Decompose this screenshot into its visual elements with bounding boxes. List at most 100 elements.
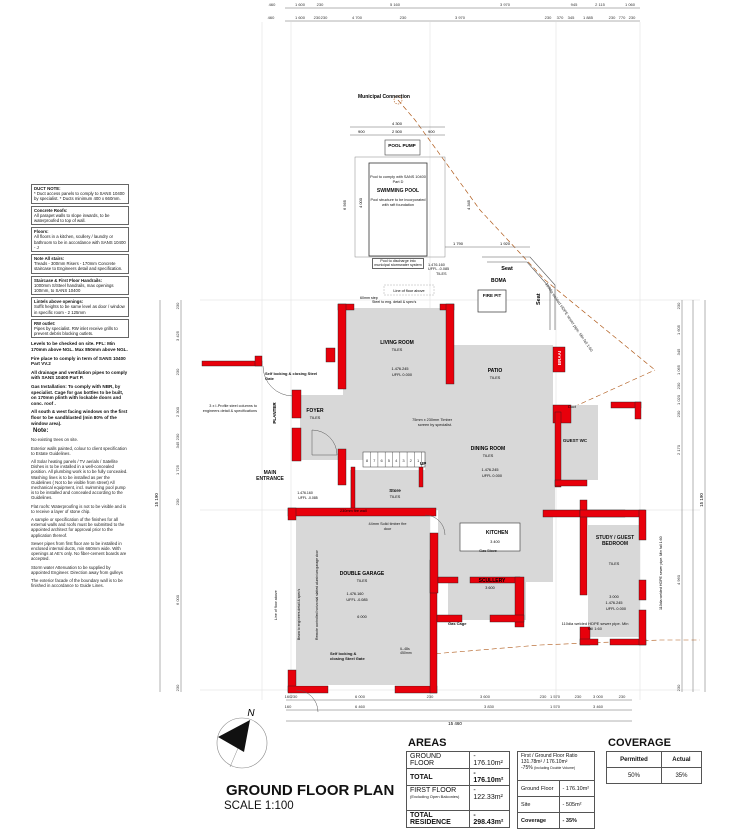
boxed-note: Floors:All floors in a kitchen, scullery… (31, 227, 129, 253)
dimension-label: 945 (571, 2, 578, 7)
sewer-note-bottom: 110dia welded HDPE sewer pipe. Min fall … (561, 622, 629, 631)
pool-dim-left: 900 (358, 129, 365, 134)
stair-number: 4 (395, 458, 398, 463)
patio-finish: TILES (490, 376, 501, 380)
pool-text: Pool to comply with SANS 10400 Part D SW… (370, 175, 426, 207)
dimension-label: 230 (400, 15, 407, 20)
dimension-label: 1 885 (583, 15, 594, 20)
plain-note: All Solar heating panels / TV aerials / … (31, 459, 128, 501)
pool-dim-right: 900 (428, 129, 435, 134)
step-note: 60mm step (360, 296, 378, 300)
bold-note: All drainage and ventilation pipes to co… (31, 369, 128, 381)
dimension-label: 3 460 (593, 704, 604, 709)
dimension-label: 3 425 (175, 330, 180, 341)
dimension-label: 3 830 (484, 704, 495, 709)
boma-label: BOMA (491, 278, 507, 284)
site-value: - 505m² (558, 796, 596, 813)
boma-seat-label-2: Seat (536, 293, 542, 305)
study-label: STUDY / GUEST BEDROOM (595, 535, 635, 547)
dimension-label: 230 (676, 302, 681, 309)
store-label: Store (389, 488, 401, 493)
guest-wc-label: GUEST WC (562, 438, 588, 443)
note-text: Soffit heights to be same level as door … (34, 304, 125, 315)
dimension-label: 230 (427, 694, 434, 699)
site-boundary-line (397, 99, 656, 371)
room-labels: LIVING ROOM TILES 1.476.245 UFFL 0.000 P… (256, 340, 635, 619)
fire-pit-label: FIRE PIT (483, 293, 502, 298)
area-label: FIRST FLOOR (410, 787, 457, 794)
pool-pump-label: POOL PUMP (388, 143, 415, 148)
beam-note: Beam to engineers detail & spec's (297, 589, 301, 640)
dimension-label: 230 (175, 302, 180, 309)
walls (201, 303, 647, 694)
dimension-label: 230 (676, 410, 681, 417)
stairs-up-label: UP (420, 461, 426, 466)
general-notes: DUCT NOTE:* Duct access panels to comply… (31, 184, 129, 591)
dimension-label: 2 115 (595, 2, 605, 7)
steel-gate-top[interactable] (262, 365, 294, 397)
area-sublabel: (Excluding Open Balconies) (410, 794, 460, 799)
line-of-floor-above-label: Line of floor above (393, 289, 424, 293)
note-heading: Concrete Roofs: (34, 207, 68, 213)
note-heading: Lintels above openings: (34, 299, 84, 305)
drawing-scale: SCALE 1:100 (224, 800, 294, 812)
bold-note: All south & west facing windows on the f… (31, 409, 128, 426)
boxed-note: RW outlet:Pipes by specialist. RW inlet … (31, 318, 129, 339)
stair-number: 3 (402, 458, 405, 463)
fire-door[interactable] (424, 514, 446, 536)
note-text: 1000mm S/Steel handrails, max openings 1… (34, 282, 114, 294)
stair-number: 8 (366, 458, 369, 463)
site-value: - 176.10m² (558, 780, 596, 797)
note-heading: Staircase & First Floor Handrails: (34, 277, 103, 283)
top-dimension-lines (285, 7, 640, 22)
swimming-pool (368, 162, 428, 257)
steel-gate-bottom[interactable] (295, 689, 319, 713)
municipal-connection-label: Municipal Connection (358, 94, 410, 100)
site-label: Coverage (517, 812, 560, 829)
study-finish: TILES (609, 562, 620, 566)
gate-note-top: Self locking & closing Steel Gate (265, 372, 318, 381)
dimension-label: 230 (676, 382, 681, 389)
dimension-label: 6 000 (175, 594, 180, 605)
dimension-label: 4 700 (352, 15, 363, 20)
patio-label: PATIO (488, 368, 503, 374)
areas-table: GROUND FLOOR- 176.10m² TOTAL- 176.10m² F… (405, 751, 510, 828)
staircase[interactable] (362, 451, 426, 468)
pool-dim-total: 6 565 (342, 199, 347, 210)
dimension-label: 6 000 (355, 694, 366, 699)
plain-note: The exterior facade of the boundary wall… (31, 578, 123, 589)
fire-wall-note: 230mm fire wall (340, 509, 367, 513)
ratio-line-1: First / Ground Floor Ratio (521, 753, 578, 759)
dimension-label: 230 (175, 684, 180, 691)
bottom-total-dimension: 15 460 (448, 721, 462, 726)
side-dimension-lines (159, 300, 706, 692)
stair-number: 2 (410, 458, 413, 463)
pool-dim-boma: 1 920 (500, 241, 511, 246)
study-level: 1.476.245 (606, 601, 623, 605)
front-door[interactable] (311, 429, 338, 456)
coverage-actual-value: 35% (660, 767, 703, 784)
kitchen-label: KITCHEN (486, 530, 509, 536)
dimension-label: 230 (545, 15, 552, 20)
note-text: Pipes by specialist. RW inlet receive gr… (34, 326, 118, 337)
dining-room-label: DINING ROOM (471, 446, 505, 452)
area-label: GROUND FLOOR (405, 751, 471, 769)
foyer-label: FOYER (306, 408, 324, 414)
dimension-label: 230 (575, 694, 582, 699)
dimension-label: 1 020 (676, 394, 681, 405)
pool-dim-width: 2 500 (392, 129, 403, 134)
floor-areas (296, 308, 640, 685)
sewer-note-diagonal: 110dia welded HDPE sewer pipe. Min fall … (544, 282, 594, 353)
dimension-label: 160 (285, 704, 292, 709)
pool-pump-box (384, 139, 421, 156)
study-ffl: UFFL 0.000 (606, 607, 626, 611)
area-label: TOTAL RESIDENCE (405, 810, 471, 828)
double-garage-label: DOUBLE GARAGE (340, 571, 385, 577)
